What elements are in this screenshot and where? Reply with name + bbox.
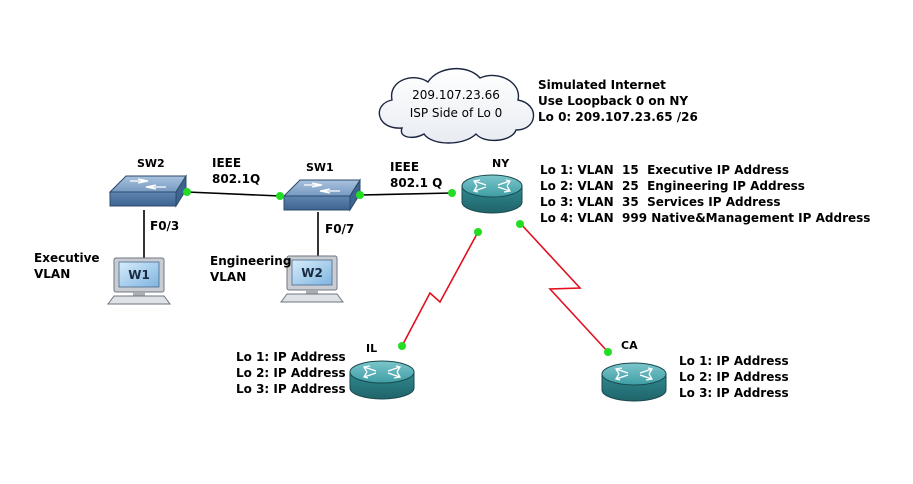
port-dot[interactable] [516,220,524,228]
router-ny[interactable]: NY [461,157,523,214]
link-label-sw1-ny-line1: IEEE [390,160,419,174]
link-sw1-ny[interactable] [359,192,453,196]
links [143,191,609,353]
port-dot[interactable] [276,192,284,200]
device-label-ny: NY [492,157,510,170]
ny-loopback-3: Lo 3: VLAN 35 Services IP Address [540,195,781,209]
vlan-label-engineering-line2: VLAN [210,270,246,284]
workstation-icon [280,255,344,303]
cloud-label-ip: 209.107.23.66 [412,88,500,102]
link-sw2-sw1[interactable] [186,191,281,197]
il-loopback-2: Lo 2: IP Address [236,366,346,380]
internet-note-line3: Lo 0: 209.107.23.65 /26 [538,110,698,124]
device-label-sw1: SW1 [306,161,334,174]
ca-loopback-2: Lo 2: IP Address [679,370,789,384]
ny-loopback-4: Lo 4: VLAN 999 Native&Management IP Addr… [540,211,870,225]
internet-note-line2: Use Loopback 0 on NY [538,94,688,108]
device-label-ca: CA [621,339,638,352]
port-dots [183,188,612,356]
port-dot[interactable] [448,189,456,197]
switch-icon [282,178,361,212]
link-ny-ca[interactable] [519,222,609,353]
internet-note-line1: Simulated Internet [538,78,666,92]
ca-loopback-list: Lo 1: IP Address Lo 2: IP Address Lo 3: … [679,354,789,400]
device-label-w1: W1 [128,268,150,282]
cloud-label-desc: ISP Side of Lo 0 [410,106,503,120]
port-dot[interactable] [474,228,482,236]
ca-loopback-1: Lo 1: IP Address [679,354,789,368]
vlan-label-executive-line2: VLAN [34,267,70,281]
switch-sw1[interactable]: SW1 [282,161,361,212]
port-label-f0-7: F0/7 [325,222,354,236]
ny-loopback-1: Lo 1: VLAN 15 Executive IP Address [540,163,789,177]
switch-icon [108,174,187,208]
workstation-w2[interactable]: W2 [280,255,344,303]
link-ny-il[interactable] [401,231,479,347]
port-dot[interactable] [183,188,191,196]
vlan-label-executive-line1: Executive [34,251,100,265]
link-labels: IEEE 802.1Q IEEE 802.1 Q F0/3 F0/7 [150,156,442,236]
il-loopback-list: Lo 1: IP Address Lo 2: IP Address Lo 3: … [236,350,346,396]
router-icon [461,174,523,214]
link-label-sw2-sw1-line2: 802.1Q [212,172,260,186]
device-label-sw2: SW2 [137,157,165,170]
link-label-sw2-sw1-line1: IEEE [212,156,241,170]
port-dot[interactable] [604,348,612,356]
ca-loopback-3: Lo 3: IP Address [679,386,789,400]
router-ca[interactable]: CA [601,339,667,402]
cloud-icon[interactable]: 209.107.23.66 ISP Side of Lo 0 [378,67,535,144]
ny-loopback-2: Lo 2: VLAN 25 Engineering IP Address [540,179,805,193]
device-label-w2: W2 [301,266,323,280]
il-loopback-3: Lo 3: IP Address [236,382,346,396]
device-label-il: IL [366,342,377,355]
port-dot[interactable] [356,191,364,199]
il-loopback-1: Lo 1: IP Address [236,350,346,364]
vlan-label-engineering-line1: Engineering [210,254,291,268]
internet-note: Simulated Internet Use Loopback 0 on NY … [538,78,698,124]
workstation-icon [107,257,171,305]
workstation-w1[interactable]: W1 [107,257,171,305]
ny-loopback-list: Lo 1: VLAN 15 Executive IP Address Lo 2:… [540,163,870,225]
link-label-sw1-ny-line2: 802.1 Q [390,176,442,190]
vlan-labels: Executive VLAN Engineering VLAN [34,251,291,284]
router-icon [349,360,415,400]
switch-sw2[interactable]: SW2 [108,157,187,208]
router-icon [601,362,667,402]
router-il[interactable]: IL [349,342,415,400]
port-label-f0-3: F0/3 [150,219,179,233]
port-dot[interactable] [398,342,406,350]
